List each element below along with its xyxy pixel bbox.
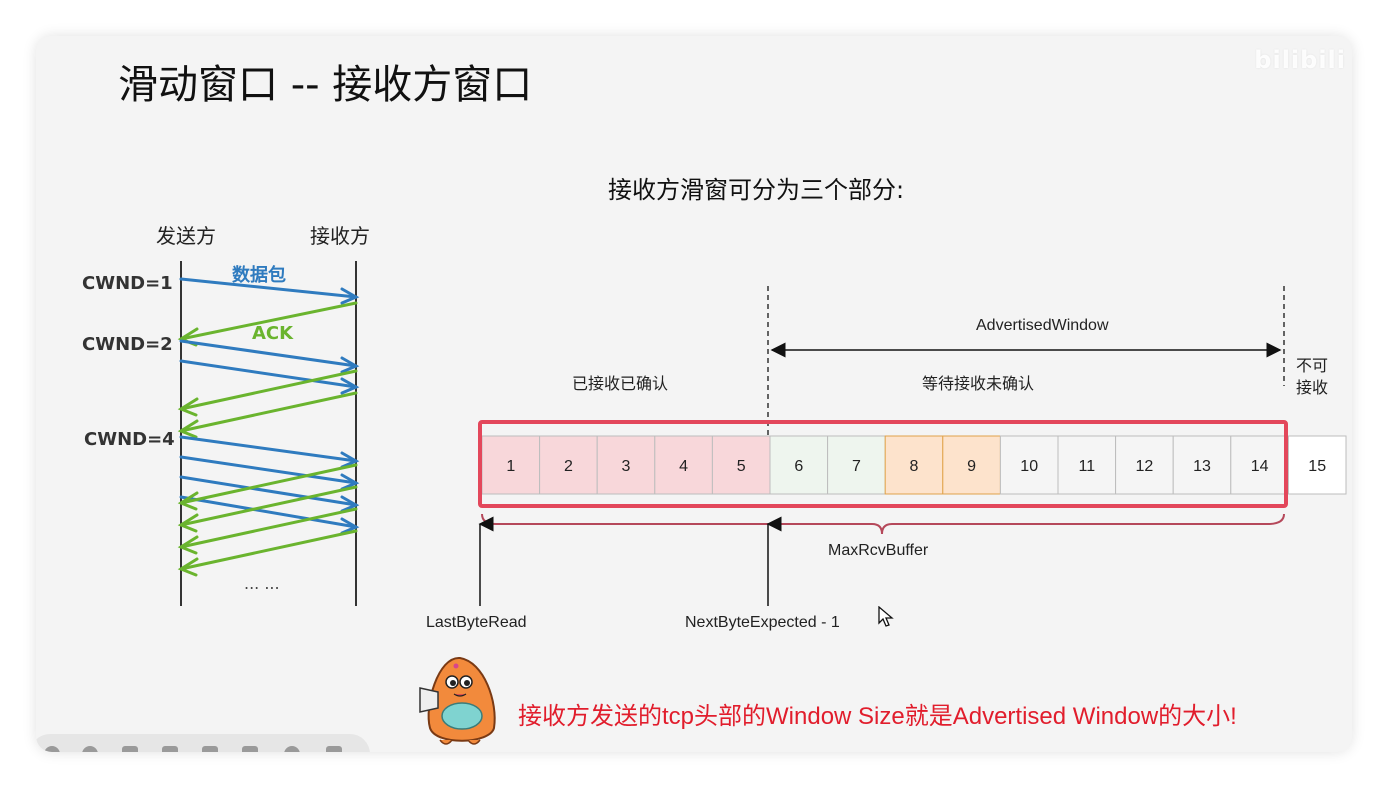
mascot-illustration bbox=[419, 656, 496, 745]
window-cell bbox=[1057, 435, 1117, 495]
cwnd-label: CWND=2 bbox=[82, 334, 173, 355]
max-rcv-buffer-brace bbox=[481, 513, 1285, 535]
window-cell-label: 13 bbox=[1193, 458, 1211, 475]
ellipsis-label: ... ... bbox=[244, 574, 280, 593]
window-cell-label: 5 bbox=[737, 458, 746, 475]
ack-label: ACK bbox=[252, 323, 294, 344]
waiting-unacked-label: 等待接收未确认 bbox=[922, 376, 1035, 393]
window-cell bbox=[711, 435, 771, 495]
window-cell bbox=[1287, 435, 1347, 495]
message-arrows bbox=[177, 277, 360, 577]
window-cell-label: 6 bbox=[794, 458, 803, 475]
mouse-cursor-icon bbox=[878, 606, 894, 627]
window-cell-label: 7 bbox=[852, 458, 861, 475]
not-receivable-label: 接收 bbox=[1296, 380, 1329, 397]
window-size-note: 接收方发送的tcp头部的Window Size就是Advertised Wind… bbox=[518, 703, 1237, 730]
window-cell-label: 1 bbox=[506, 458, 515, 475]
window-cell bbox=[596, 435, 656, 495]
data-packet-label: 数据包 bbox=[232, 264, 286, 286]
slide-subtitle: 接收方滑窗可分为三个部分: bbox=[608, 176, 905, 204]
last-byte-read-label: LastByteRead bbox=[426, 614, 527, 631]
window-cell bbox=[654, 435, 713, 495]
sequence-diagram: 发送方 接收方 CWND=1 CWND=2 CWND=4 数据包 ACK bbox=[82, 224, 370, 606]
window-cell bbox=[769, 435, 829, 495]
bilibili-watermark: bilibili bbox=[1254, 46, 1346, 74]
window-cell-label: 10 bbox=[1020, 458, 1038, 475]
zoom-icon[interactable] bbox=[284, 746, 300, 752]
presentation-toolbar bbox=[36, 734, 370, 752]
pointer-icon[interactable] bbox=[122, 746, 138, 752]
sender-label: 发送方 bbox=[156, 224, 216, 248]
window-cell bbox=[884, 435, 944, 495]
receive-buffer-outline bbox=[478, 420, 1288, 508]
max-rcv-buffer-label: MaxRcvBuffer bbox=[828, 542, 929, 559]
received-acked-label: 已接收已确认 bbox=[572, 376, 669, 393]
window-cell-label: 11 bbox=[1078, 458, 1095, 475]
window-cell-label: 12 bbox=[1136, 458, 1154, 475]
window-cell-label: 3 bbox=[622, 458, 631, 475]
pen-icon[interactable] bbox=[82, 746, 98, 752]
grid-icon[interactable] bbox=[242, 746, 258, 752]
next-byte-expected-label: NextByteExpected - 1 bbox=[685, 614, 840, 631]
window-cell-label: 2 bbox=[564, 458, 573, 475]
cwnd-label: CWND=4 bbox=[84, 429, 175, 450]
screen-icon[interactable] bbox=[202, 746, 218, 752]
window-cell bbox=[1115, 435, 1174, 495]
expand-icon[interactable] bbox=[162, 746, 178, 752]
back-icon[interactable] bbox=[44, 746, 60, 752]
more-icon[interactable] bbox=[326, 746, 342, 752]
slide: 滑动窗口 -- 接收方窗口 bilibili 接收方滑窗可分为三个部分: 发送方… bbox=[36, 36, 1352, 752]
window-cell bbox=[827, 435, 886, 495]
window-cell-label: 14 bbox=[1251, 458, 1269, 475]
receiver-label: 接收方 bbox=[310, 224, 370, 248]
window-cell bbox=[481, 435, 541, 495]
window-cell-label: 4 bbox=[679, 458, 688, 475]
window-cell-label: 8 bbox=[910, 458, 919, 475]
cwnd-label: CWND=1 bbox=[82, 273, 173, 294]
window-cell-label: 15 bbox=[1308, 458, 1326, 475]
advertised-window-label: AdvertisedWindow bbox=[976, 317, 1109, 334]
window-cell bbox=[539, 435, 598, 495]
slide-title: 滑动窗口 -- 接收方窗口 bbox=[118, 62, 533, 108]
window-cell-label: 9 bbox=[967, 458, 976, 475]
not-receivable-label: 不可 bbox=[1296, 358, 1329, 375]
